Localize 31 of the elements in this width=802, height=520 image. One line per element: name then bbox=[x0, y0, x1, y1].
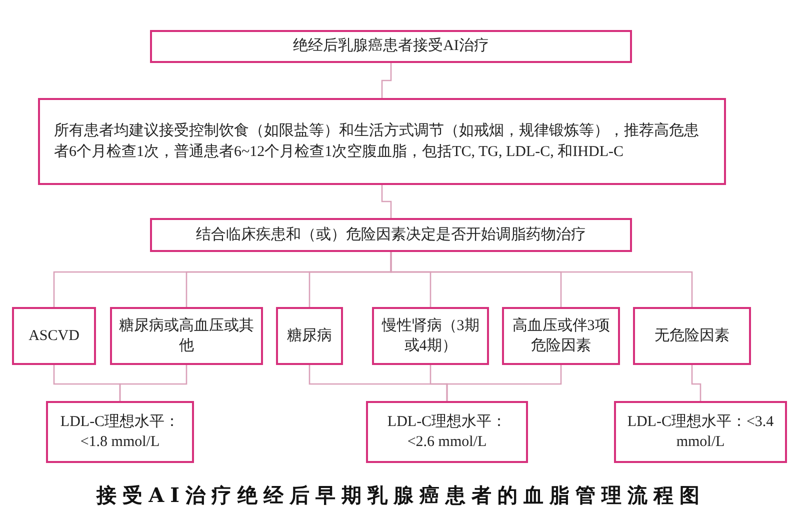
process-box bbox=[38, 98, 726, 185]
connector-line bbox=[691, 365, 702, 401]
process-box bbox=[276, 307, 343, 365]
box-text: 绝经后乳腺癌患者接受AI治疗 bbox=[293, 36, 489, 56]
box-text: 结合临床疾患和（或）危险因素决定是否开始调脂药物治疗 bbox=[196, 225, 586, 245]
box-text: 糖尿病 bbox=[287, 326, 332, 346]
box-text: 无危险因素 bbox=[654, 326, 730, 346]
process-box bbox=[366, 401, 528, 463]
process-box bbox=[150, 30, 632, 63]
box-text: LDL-C理想水平：<1.8 mmol/L bbox=[59, 412, 181, 452]
box-text: LDL-C理想水平：<3.4 mmol/L bbox=[626, 412, 775, 452]
process-box bbox=[12, 307, 96, 365]
process-box bbox=[46, 401, 194, 463]
box-text: ASCVD bbox=[28, 326, 80, 346]
figure-caption: 接受AI治疗绝经后早期乳腺癌患者的血脂管理流程图 bbox=[95, 482, 706, 509]
process-box bbox=[633, 307, 751, 365]
connector-line bbox=[381, 63, 392, 98]
process-box bbox=[372, 307, 489, 365]
connector-line bbox=[381, 185, 392, 218]
box-text: 高血压或伴3项危险因素 bbox=[511, 316, 611, 356]
connector-line bbox=[119, 365, 188, 401]
process-box bbox=[502, 307, 620, 365]
process-box bbox=[614, 401, 787, 463]
connector-line bbox=[390, 252, 693, 307]
connector-line bbox=[446, 365, 562, 401]
box-text: LDL-C理想水平：<2.6 mmol/L bbox=[386, 412, 508, 452]
box-text: 所有患者均建议接受控制饮食（如限盐等）和生活方式调节（如戒烟，规律锻炼等），推荐高危患者6个月检查1次，普通患者6~12个月检查1次空腹血脂，包括TC, TG, LDL-C, 和IHDL-C bbox=[54, 121, 700, 162]
box-text: 糖尿病或高血压或其他 bbox=[118, 316, 255, 356]
process-box bbox=[150, 218, 632, 252]
box-text: 慢性肾病（3期或4期） bbox=[380, 316, 480, 356]
process-box bbox=[110, 307, 263, 365]
